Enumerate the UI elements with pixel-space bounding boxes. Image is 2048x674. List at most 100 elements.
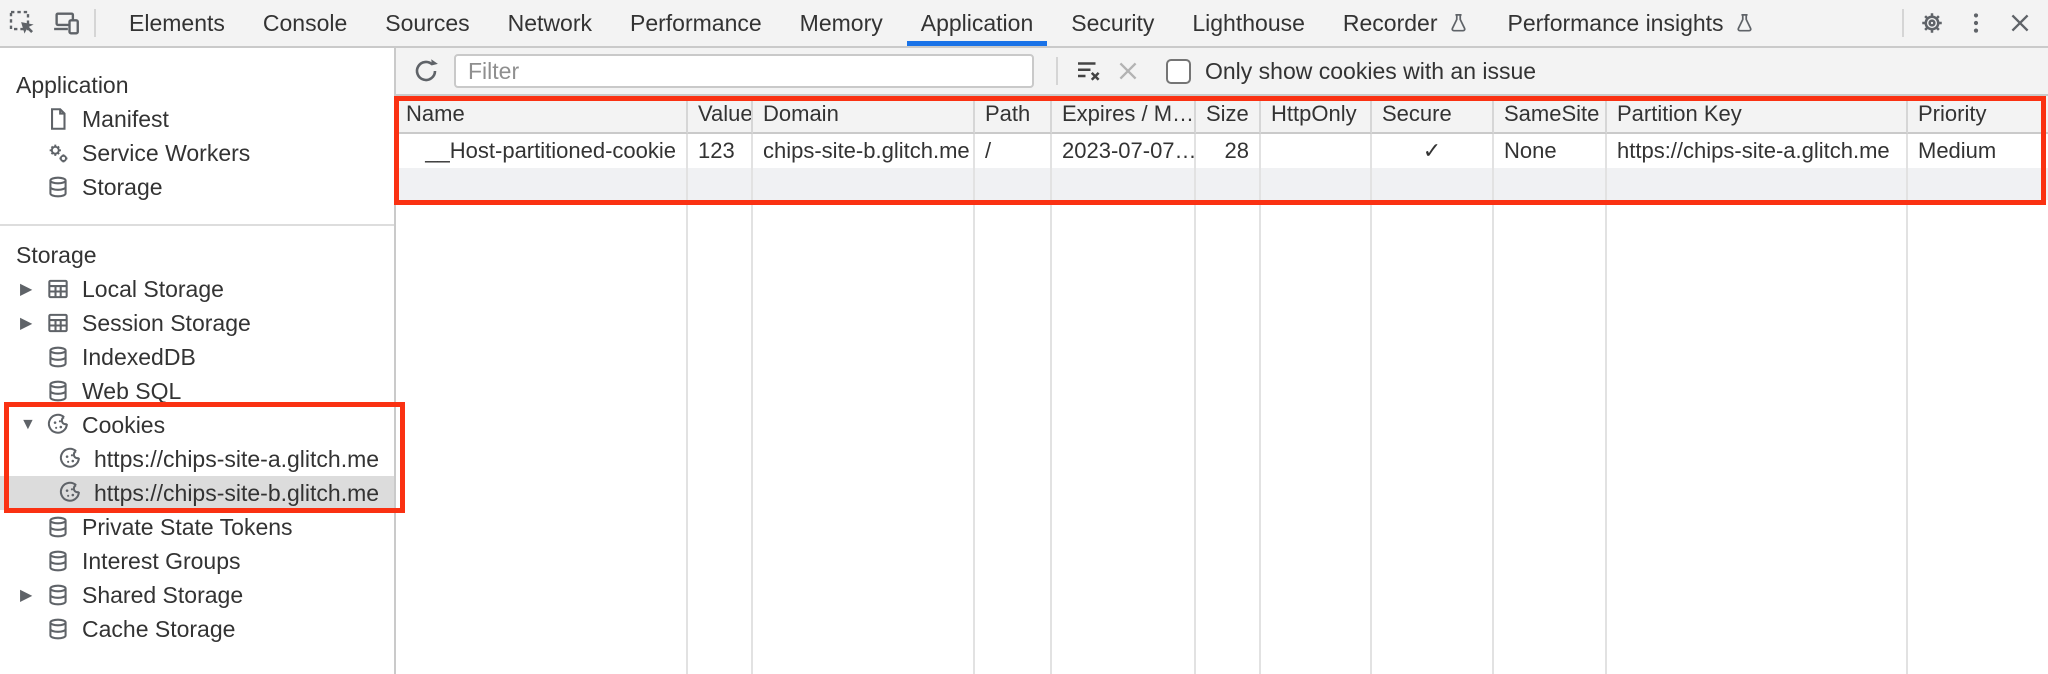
sidebar-item-interest-groups[interactable]: Interest Groups bbox=[0, 544, 394, 578]
column-header-priority[interactable]: Priority bbox=[1908, 96, 2048, 134]
column-header-expires[interactable]: Expires / M… bbox=[1052, 96, 1196, 134]
cell-secure-checkmark[interactable]: ✓ bbox=[1372, 134, 1494, 168]
only-issue-label: Only show cookies with an issue bbox=[1205, 57, 1537, 84]
cell-path[interactable]: / bbox=[975, 134, 1052, 168]
sidebar-item-manifest[interactable]: Manifest bbox=[0, 102, 394, 136]
cell-value[interactable]: 123 bbox=[688, 134, 753, 168]
tabbar-divider bbox=[94, 9, 96, 37]
sidebar-item-private-state-tokens[interactable]: Private State Tokens bbox=[0, 510, 394, 544]
empty-row-cell bbox=[396, 168, 688, 200]
cell-samesite[interactable]: None bbox=[1494, 134, 1607, 168]
tab-performance-insights[interactable]: Performance insights bbox=[1489, 0, 1775, 46]
tab-application[interactable]: Application bbox=[902, 0, 1053, 46]
sidebar-item-label: Cookies bbox=[82, 411, 166, 438]
column-header-samesite[interactable]: SameSite bbox=[1494, 96, 1607, 134]
database-icon bbox=[44, 582, 71, 609]
tabbar-right-divider bbox=[1902, 9, 1904, 37]
empty-row-cell bbox=[1908, 168, 2048, 200]
table-filler-cell bbox=[396, 200, 688, 674]
tab-recorder[interactable]: Recorder bbox=[1324, 0, 1489, 46]
column-header-domain[interactable]: Domain bbox=[753, 96, 975, 134]
table-filler-cell bbox=[1607, 200, 1908, 674]
tab-network[interactable]: Network bbox=[489, 0, 611, 46]
cell-expires[interactable]: 2023-07-07… bbox=[1052, 134, 1196, 168]
cookie-icon bbox=[56, 480, 83, 507]
chevron-right-icon: ▶ bbox=[20, 315, 33, 332]
clear-all-button[interactable] bbox=[1108, 51, 1148, 91]
panel-content: Application Manifest bbox=[0, 48, 2048, 674]
sidebar-item-session-storage[interactable]: ▶ Session Storage bbox=[0, 306, 394, 340]
sidebar-item-label: Interest Groups bbox=[82, 547, 241, 574]
tab-elements[interactable]: Elements bbox=[110, 0, 244, 46]
cell-httponly[interactable] bbox=[1261, 134, 1372, 168]
empty-row-cell bbox=[1494, 168, 1607, 200]
sidebar-item-cookies-chips-site-a[interactable]: https://chips-site-a.glitch.me bbox=[0, 442, 394, 476]
close-devtools-button[interactable] bbox=[1998, 1, 2042, 45]
more-options-button[interactable] bbox=[1954, 1, 1998, 45]
cell-priority[interactable]: Medium bbox=[1908, 134, 2048, 168]
devtools-tabbar: Elements Console Sources Network Perform… bbox=[0, 0, 2048, 48]
empty-row-cell bbox=[1372, 168, 1494, 200]
clear-icon bbox=[1114, 57, 1142, 85]
inspect-element-button[interactable] bbox=[0, 1, 44, 45]
cell-domain[interactable]: chips-site-b.glitch.me bbox=[753, 134, 975, 168]
empty-row-cell bbox=[1261, 168, 1372, 200]
tab-memory[interactable]: Memory bbox=[781, 0, 902, 46]
column-header-path[interactable]: Path bbox=[975, 96, 1052, 134]
tab-label: Security bbox=[1071, 9, 1155, 36]
sidebar-item-cache-storage[interactable]: Cache Storage bbox=[0, 612, 394, 646]
sidebar-item-cookies-chips-site-b[interactable]: https://chips-site-b.glitch.me bbox=[0, 476, 394, 510]
table-filler-cell bbox=[753, 200, 975, 674]
column-header-size[interactable]: Size bbox=[1196, 96, 1261, 134]
database-icon bbox=[44, 174, 71, 201]
table-filler-cell bbox=[1196, 200, 1261, 674]
column-header-httponly[interactable]: HttpOnly bbox=[1261, 96, 1372, 134]
empty-row-cell bbox=[753, 168, 975, 200]
sidebar-item-label: Session Storage bbox=[82, 309, 251, 336]
sidebar-item-indexeddb[interactable]: IndexedDB bbox=[0, 340, 394, 374]
only-issue-checkbox[interactable] bbox=[1166, 58, 1191, 84]
column-header-value[interactable]: Value bbox=[688, 96, 753, 134]
tab-label: Application bbox=[920, 9, 1034, 36]
sidebar-item-service-workers[interactable]: Service Workers bbox=[0, 136, 394, 170]
empty-row-cell bbox=[1052, 168, 1196, 200]
cell-name[interactable]: __Host-partitioned-cookie bbox=[396, 134, 688, 168]
application-sidebar: Application Manifest bbox=[0, 48, 405, 674]
sidebar-item-cookies[interactable]: ▼ Cookies bbox=[0, 408, 394, 442]
tab-label: Console bbox=[262, 9, 348, 36]
sidebar-item-web-sql[interactable]: Web SQL bbox=[0, 374, 394, 408]
sidebar-item-local-storage[interactable]: ▶ Local Storage bbox=[0, 272, 394, 306]
sidebar-item-shared-storage[interactable]: ▶ Shared Storage bbox=[0, 578, 394, 612]
table-icon bbox=[44, 310, 71, 337]
device-toolbar-button[interactable] bbox=[44, 1, 88, 45]
empty-row-cell bbox=[1607, 168, 1908, 200]
clear-filter-button[interactable] bbox=[1068, 51, 1108, 91]
tab-console[interactable]: Console bbox=[244, 0, 366, 46]
refresh-button[interactable] bbox=[406, 51, 446, 91]
sidebar-item-label: https://chips-site-a.glitch.me bbox=[94, 445, 380, 472]
more-menu-icon bbox=[1962, 9, 1990, 37]
cell-partition-key[interactable]: https://chips-site-a.glitch.me bbox=[1607, 134, 1908, 168]
sidebar-item-storage[interactable]: Storage bbox=[0, 170, 394, 204]
sidebar-item-label: Local Storage bbox=[82, 275, 224, 302]
sidebar-section-application: Application bbox=[16, 71, 129, 98]
tab-lighthouse[interactable]: Lighthouse bbox=[1173, 0, 1324, 46]
column-header-partition-key[interactable]: Partition Key bbox=[1607, 96, 1908, 134]
cookies-table: Name Value Domain Path Expires / M… Size… bbox=[396, 96, 2048, 674]
cell-size[interactable]: 28 bbox=[1196, 134, 1261, 168]
tab-label: Lighthouse bbox=[1192, 9, 1305, 36]
settings-button[interactable] bbox=[1910, 1, 1954, 45]
column-header-secure[interactable]: Secure bbox=[1372, 96, 1494, 134]
filter-input[interactable] bbox=[454, 54, 1034, 88]
column-header-name[interactable]: Name bbox=[396, 96, 688, 134]
cookie-icon bbox=[44, 412, 71, 439]
tab-performance[interactable]: Performance bbox=[611, 0, 781, 46]
empty-row-cell bbox=[1196, 168, 1261, 200]
empty-row-cell bbox=[688, 168, 753, 200]
tab-label: Performance bbox=[630, 9, 762, 36]
refresh-icon bbox=[411, 56, 441, 86]
database-icon bbox=[44, 548, 71, 575]
tab-sources[interactable]: Sources bbox=[366, 0, 488, 46]
tab-security[interactable]: Security bbox=[1052, 0, 1173, 46]
